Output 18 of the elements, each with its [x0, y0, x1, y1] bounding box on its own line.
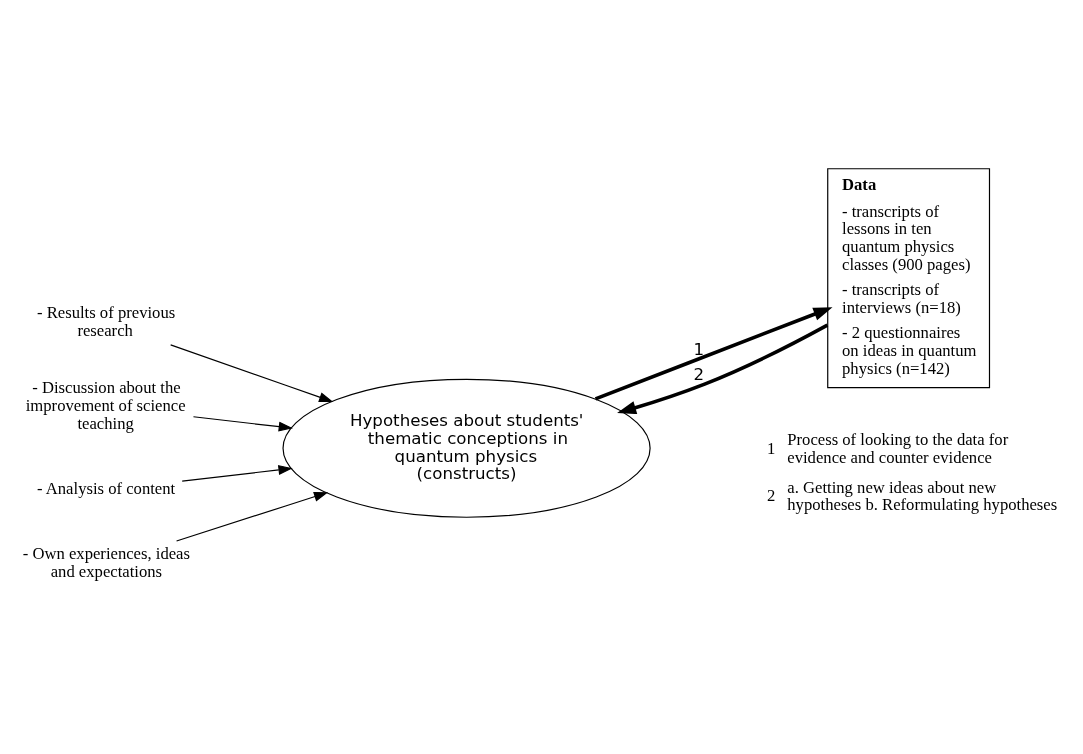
arrow — [175, 491, 329, 542]
label: 1 — [767, 438, 776, 458]
node-ellipse: Hypotheses about students' thematic conceptions in quantum physics (constructs) — [282, 378, 651, 518]
edge-label: 2 — [693, 364, 704, 384]
arrow — [170, 343, 334, 402]
label: 2 — [767, 485, 776, 505]
arrow — [192, 415, 293, 432]
node-text: - Results of previous research — [37, 302, 176, 340]
node-text: - Own experiences, ideas and expectations — [22, 543, 190, 581]
arrow — [617, 323, 829, 414]
label: Process of looking to the data for evidence and counter evidence — [787, 429, 1009, 467]
label: a. Getting new ideas about new hypotheses b. Reformulating hypotheses — [787, 477, 1058, 514]
node-text: - Discussion about the improvement of science teaching — [25, 377, 186, 433]
arrow — [594, 306, 833, 400]
node-text: - Analysis of content — [37, 478, 176, 498]
arrow — [181, 464, 293, 482]
edge-label: 1 — [693, 339, 704, 359]
node-box: Data - transcripts of lessons in ten quantum physics classes (900 pages) - transcripts of interviews (n=18) - 2 questionnaires on ideas in quantum physics (n=142) — [827, 167, 991, 388]
